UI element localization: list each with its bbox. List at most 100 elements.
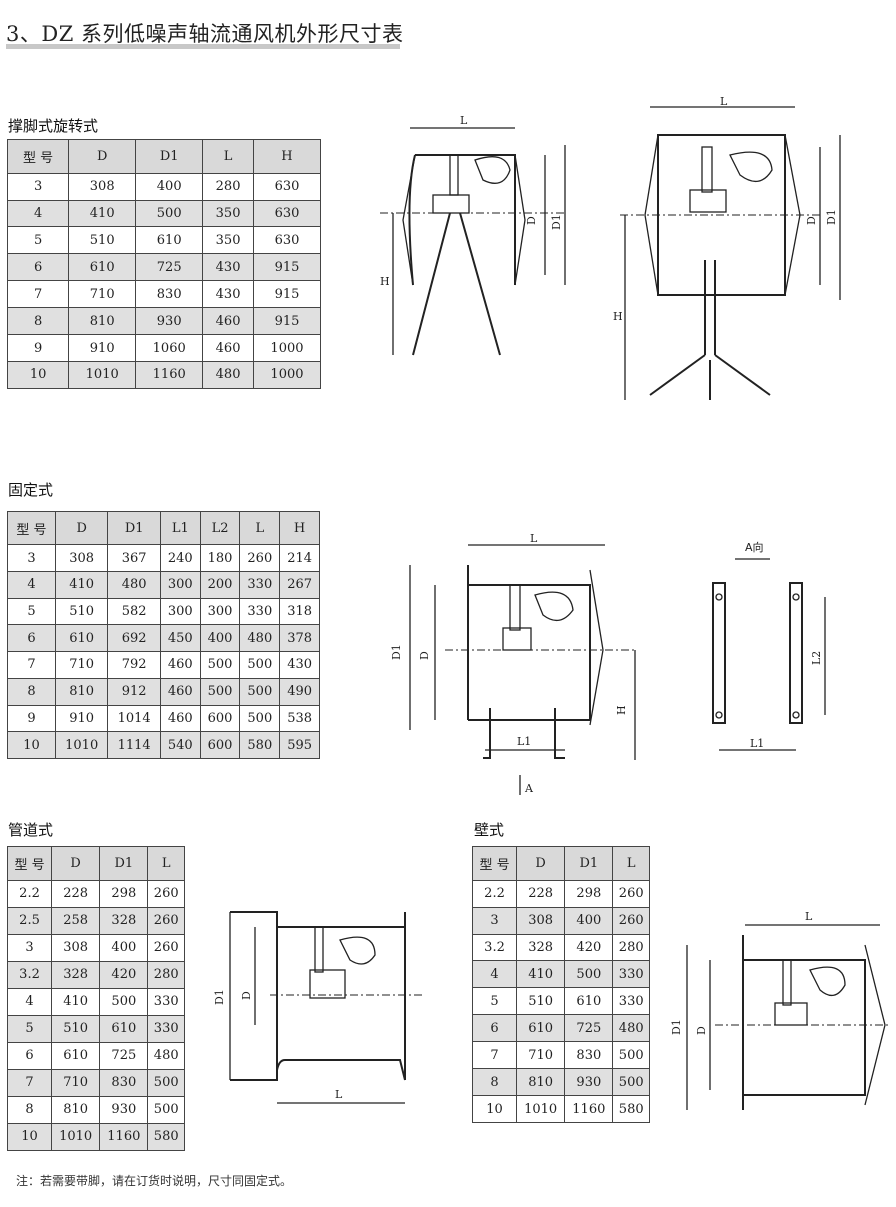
table-cell: 260	[147, 906, 185, 935]
table-cell: 430	[279, 651, 320, 679]
table-cell: 480	[202, 360, 254, 390]
table-cell: 4	[6, 987, 53, 1016]
table-cell: 500	[239, 651, 281, 679]
table-cell: 8	[471, 1068, 518, 1097]
table-cell: 600	[199, 731, 241, 759]
column-header: L	[612, 846, 650, 881]
table-cell: 912	[107, 677, 161, 706]
dim-label-L1: L1	[750, 737, 764, 750]
table-cell: 10	[7, 731, 56, 759]
table-cell: 1000	[252, 334, 322, 362]
table-cell: 915	[252, 307, 322, 336]
table-cell: 308	[516, 906, 566, 935]
table-cell: 8	[7, 677, 56, 706]
dim-label-L: L	[530, 532, 538, 545]
table-cell: 420	[564, 933, 614, 962]
table-cell: 298	[99, 879, 149, 908]
table-cell: 4	[7, 571, 56, 599]
table-cell: 3	[471, 906, 518, 935]
dim-label-L: L	[460, 114, 468, 127]
footnote: 注：若需要带脚，请在订货时说明，尺寸同固定式。	[16, 1174, 293, 1188]
table-cell: 8	[6, 1095, 53, 1124]
a-view-drawing: A向 L2 L1	[712, 540, 826, 751]
table-cell: 330	[612, 960, 650, 989]
table-cell: 510	[516, 987, 566, 1016]
table-cell: 260	[147, 879, 185, 908]
column-header: L	[239, 510, 281, 546]
table-cell: 630	[252, 172, 322, 201]
table-cell: 1010	[54, 731, 109, 759]
a-view-label: A向	[745, 540, 764, 554]
table-cell: 500	[612, 1068, 650, 1097]
table-cell: 500	[135, 199, 204, 228]
table-cell: 330	[147, 1014, 185, 1043]
table-cell: 610	[564, 987, 614, 1016]
table-cell: 6	[6, 253, 70, 282]
table-cell: 400	[135, 172, 204, 201]
column-header: 型 号	[471, 846, 518, 881]
table-cell: 7	[7, 651, 56, 679]
dim-label-L: L	[335, 1088, 343, 1101]
table-cell: 510	[54, 597, 109, 626]
table-cell: 3.2	[471, 933, 518, 962]
table-cell: 267	[279, 571, 320, 599]
table-cell: 610	[516, 1014, 566, 1043]
stand-fan-drawing-1: L D D1 H	[380, 114, 566, 356]
fixed-fan-drawing: L D1 D H L1 A	[390, 532, 636, 795]
table-cell: 500	[199, 677, 241, 706]
table-cell: 610	[51, 1041, 101, 1070]
table-cell: 330	[612, 987, 650, 1016]
duct-fan-drawing: D1 D L	[213, 911, 425, 1104]
column-header: 型 号	[6, 846, 53, 881]
table-cell: 725	[135, 253, 204, 282]
dim-label-H: H	[615, 705, 628, 715]
table-cell: 260	[612, 906, 650, 935]
table-cell: 300	[199, 597, 241, 626]
table-cell: 500	[147, 1095, 185, 1124]
table-cell: 7	[6, 280, 70, 309]
table-cell: 410	[68, 199, 137, 228]
table-cell: 2.5	[6, 906, 53, 935]
table-cell: 378	[279, 624, 320, 653]
table-cell: 430	[202, 253, 254, 282]
table-cell: 228	[516, 879, 566, 908]
table-cell: 1160	[135, 360, 204, 390]
table-cell: 4	[6, 199, 70, 228]
table-cell: 280	[202, 172, 254, 201]
table-cell: 630	[252, 199, 322, 228]
column-header: 型 号	[6, 139, 70, 174]
table-cell: 460	[202, 334, 254, 362]
table-cell: 500	[564, 960, 614, 989]
table-cell: 480	[107, 571, 161, 599]
table-cell: 830	[135, 280, 204, 309]
table-cell: 500	[239, 677, 281, 706]
page-title: 3、DZ 系列低噪声轴流通风机外形尺寸表	[6, 22, 404, 46]
table-cell: 510	[68, 226, 137, 255]
dim-label-D1: D1	[213, 989, 226, 1005]
table-cell: 500	[199, 651, 241, 679]
table-cell: 300	[159, 597, 201, 626]
column-header: D1	[107, 510, 161, 546]
table-cell: 308	[51, 933, 101, 962]
table-cell: 330	[239, 571, 281, 599]
dim-label-H: H	[613, 310, 623, 323]
column-header: D	[51, 846, 101, 881]
dim-label-D: D	[240, 991, 253, 1000]
